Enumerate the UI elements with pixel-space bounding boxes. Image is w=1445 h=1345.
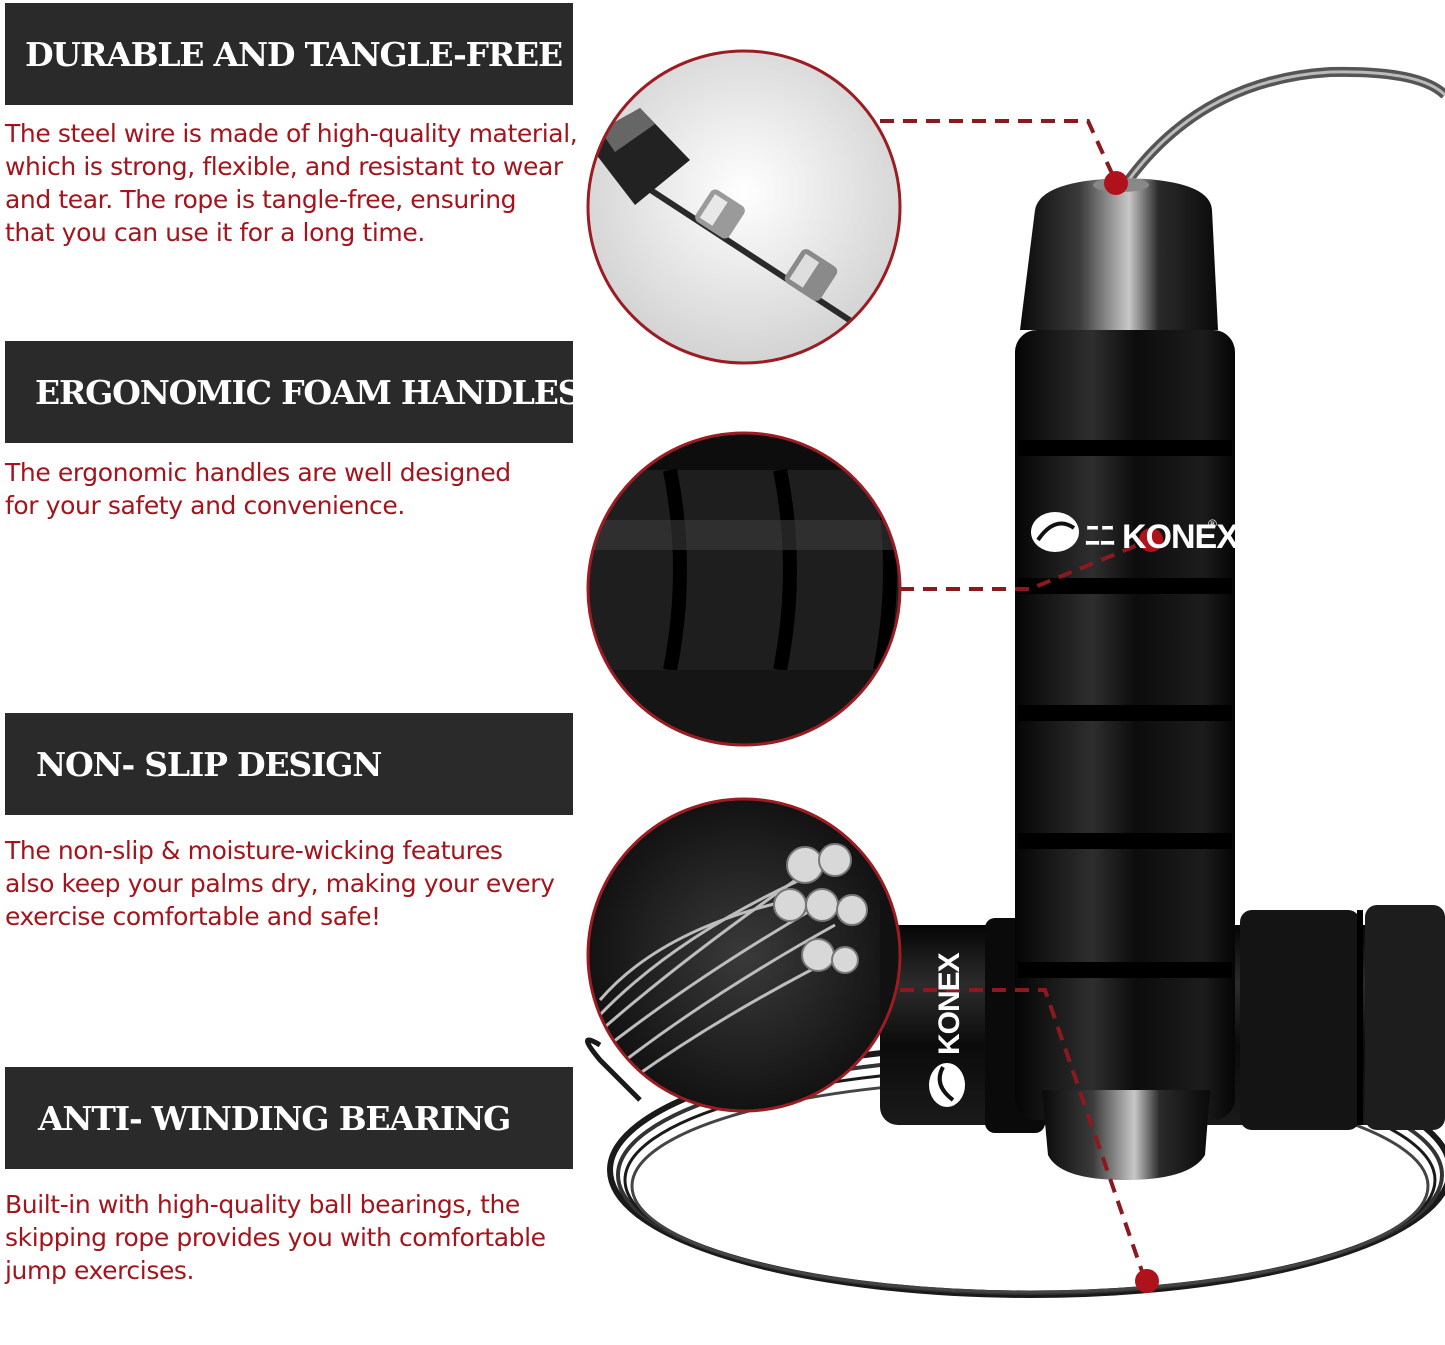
detail-circle-foam: [586, 431, 902, 747]
feature-description-non-slip: The non-slip & moisture-wicking features…: [5, 836, 555, 931]
callout-lines: [880, 119, 1151, 1281]
callout-dots: [1104, 171, 1163, 1293]
feature-title: ANTI- WINDING BEARING: [38, 1098, 511, 1138]
feature-banner-bearing: ANTI- WINDING BEARING: [5, 1067, 573, 1169]
feature-banner-tangle-free: DURABLE AND TANGLE-FREE: [5, 3, 573, 105]
feature-title: DURABLE AND TANGLE-FREE: [25, 34, 563, 74]
feature-banner-non-slip: NON- SLIP DESIGN: [5, 713, 573, 815]
brand-name-horizontal-handle: KONEX: [933, 952, 966, 1055]
feature-title: NON- SLIP DESIGN: [36, 744, 382, 784]
brand-logo-vertical: ﾆﾆ: [1031, 512, 1115, 554]
feature-description-tangle-free: The steel wire is made of high-quality m…: [5, 119, 578, 247]
rope-top: [1120, 66, 1445, 188]
svg-text:ﾆﾆ: ﾆﾆ: [1085, 519, 1115, 554]
feature-banner-foam-handles: ERGONOMIC FOAM HANDLES: [5, 341, 581, 443]
feature-description-foam-handles: The ergonomic handles are well designed …: [5, 458, 511, 520]
vertical-handle: [1015, 178, 1235, 1180]
feature-title: ERGONOMIC FOAM HANDLES: [35, 372, 581, 412]
brand-registered-mark: ®: [1208, 517, 1217, 531]
feature-description-bearing: Built-in with high-quality ball bearings…: [5, 1190, 546, 1285]
brand-name-vertical-handle: KONEX: [1122, 518, 1239, 556]
detail-circle-cable: [586, 797, 902, 1113]
detail-circle-wire: [586, 49, 902, 365]
